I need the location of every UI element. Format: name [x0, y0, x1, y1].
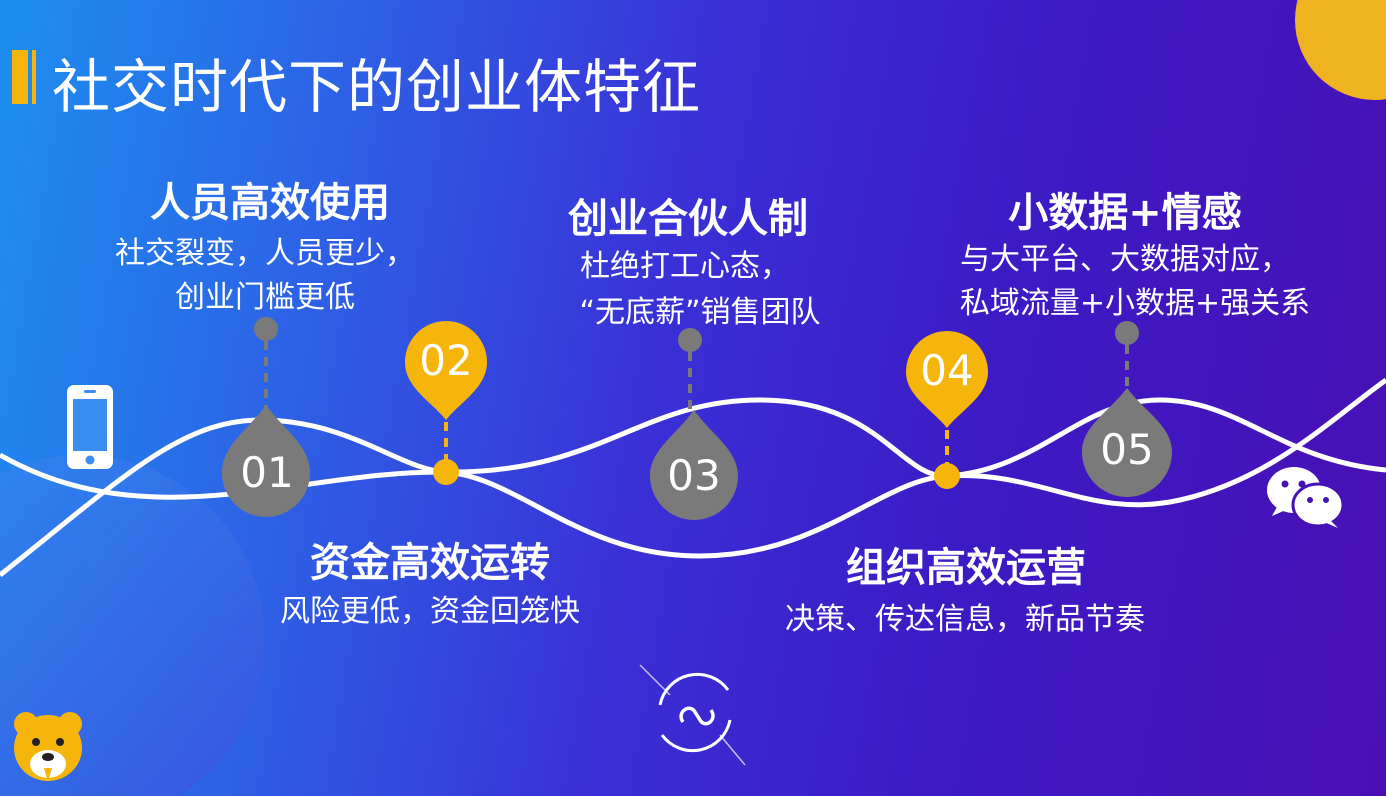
- item-text-05-line2: 私域流量+小数据+强关系: [959, 286, 1311, 321]
- wechat-icon: [1267, 467, 1345, 528]
- marker-05: [1082, 321, 1172, 497]
- pin-number-04: 04: [920, 346, 974, 395]
- title-accent-bar: [12, 50, 28, 104]
- item-text-04-line1: 决策、传达信息，新品节奏: [785, 602, 1145, 637]
- item-text-01-line2: 创业门槛更低: [175, 280, 355, 315]
- marker-number-01: 01: [240, 448, 294, 497]
- title-accent-bar-thin: [32, 50, 36, 104]
- decor-circle-topright: [1295, 0, 1386, 100]
- item-heading-04: 组织高效运营: [846, 545, 1086, 591]
- marker-number-03: 03: [667, 451, 721, 500]
- item-text-02-line1: 风险更低，资金回笼快: [280, 594, 580, 629]
- item-heading-05: 小数据+情感: [1008, 190, 1242, 236]
- wave-line-1: [0, 397, 1386, 500]
- bear-logo-icon: [14, 712, 82, 782]
- item-text-05-line1: 与大平台、大数据对应，: [960, 242, 1290, 277]
- marker-number-05: 05: [1100, 425, 1154, 474]
- item-text-01-line1: 社交裂变，人员更少，: [115, 236, 415, 271]
- pin-number-02: 02: [419, 336, 473, 385]
- pin-02: [405, 321, 487, 485]
- item-heading-02: 资金高效运转: [310, 540, 550, 586]
- marker-01: [222, 317, 310, 517]
- item-text-03-line1: 杜绝打工心态，: [580, 249, 790, 284]
- slide-title: 社交时代下的创业体特征: [52, 53, 702, 121]
- item-heading-03: 创业合伙人制: [568, 196, 808, 242]
- decor-circle-left: [0, 455, 265, 796]
- item-text-03-line2: “无底薪”销售团队: [579, 295, 821, 330]
- pin-04: [906, 331, 988, 489]
- phone-icon: [67, 385, 113, 469]
- item-heading-01: 人员高效使用: [150, 180, 390, 226]
- mini-program-icon: [639, 664, 746, 766]
- marker-03: [650, 328, 738, 520]
